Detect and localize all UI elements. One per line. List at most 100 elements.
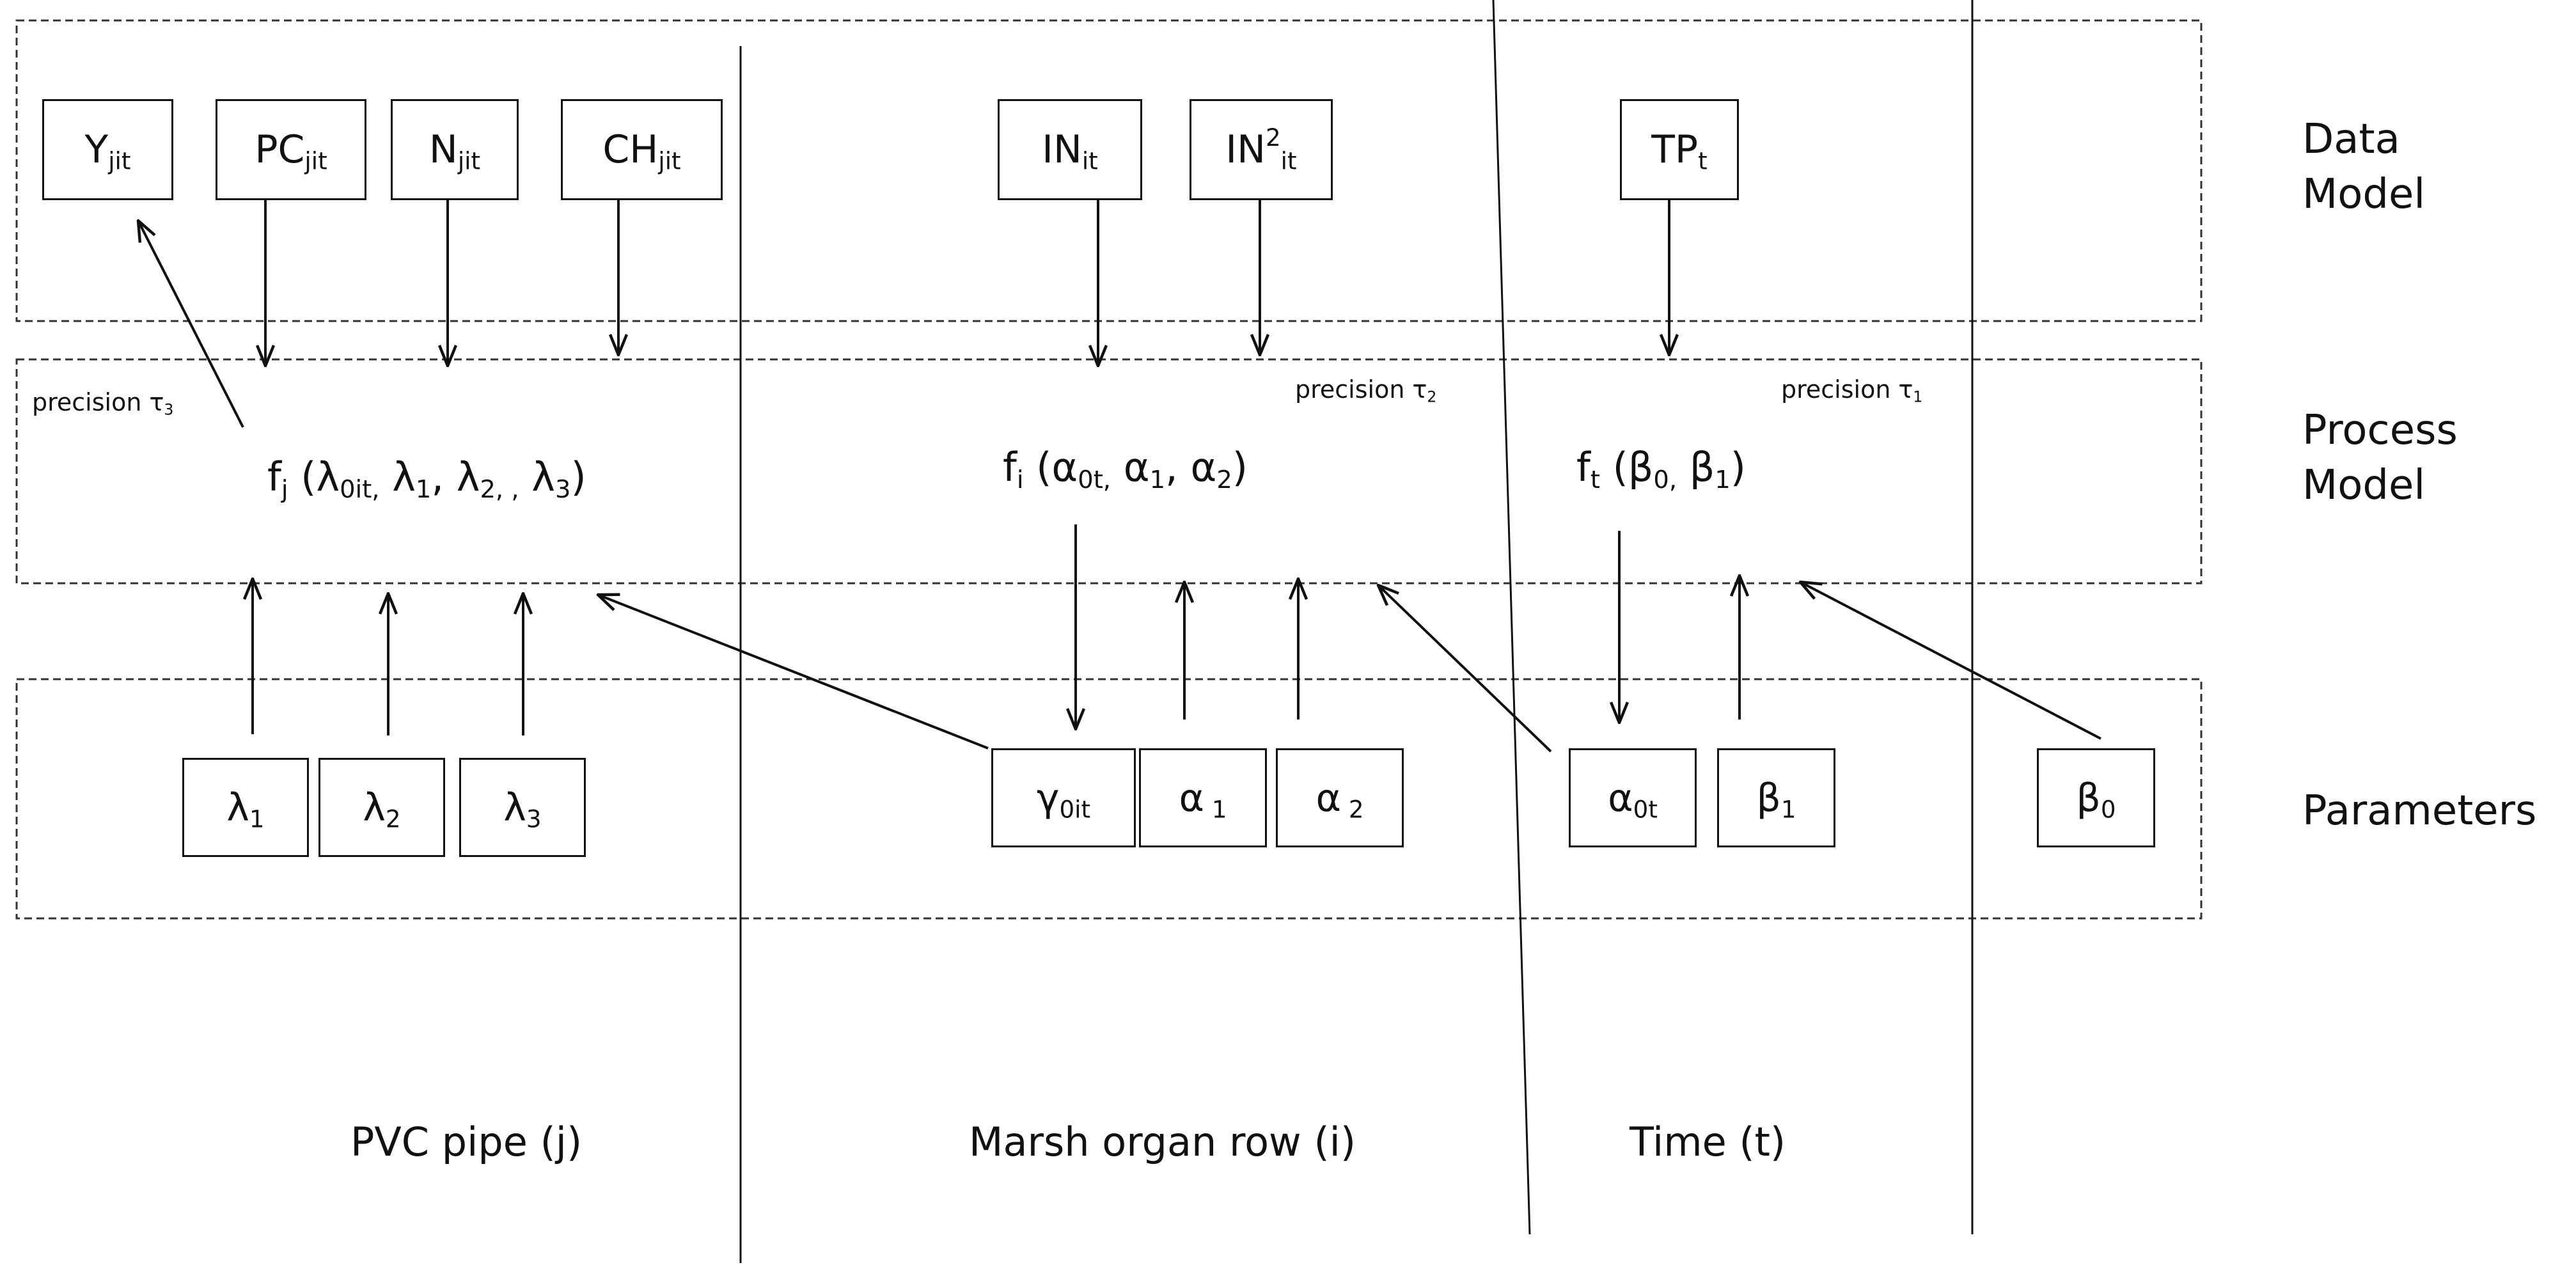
fj-open: (λ xyxy=(288,453,340,500)
layer-label-parameters-line1: Parameters xyxy=(2302,787,2537,835)
layer-label-data-model: Data Model xyxy=(2302,112,2425,223)
node-pc-base: PC xyxy=(255,127,305,172)
arrow-gamma0-to-fj xyxy=(598,595,989,750)
beta0-sub: 0 xyxy=(2100,794,2116,823)
layer-label-parameters: Parameters xyxy=(2302,783,2536,838)
arrow-alpha0t-to-fi xyxy=(1378,585,1552,753)
node-beta0: β0 xyxy=(2037,748,2155,847)
lambda2-sub: 2 xyxy=(385,804,401,833)
alpha2-sub: 2 xyxy=(1341,794,1364,823)
arrow-fj-to-y xyxy=(138,221,244,428)
node-y: Yjit xyxy=(42,99,173,200)
precision-tau2: precision τ2 xyxy=(1295,375,1436,404)
process-model-layer xyxy=(15,358,2203,585)
fi-b-sub: 1 xyxy=(1149,465,1166,494)
gamma0-sub: 0it xyxy=(1059,794,1091,823)
beta0-base: β xyxy=(2076,775,2101,821)
precision-tau2-sub: 2 xyxy=(1427,388,1437,406)
fj-d-sub: 3 xyxy=(554,475,571,504)
layer-label-data-line2: Model xyxy=(2302,171,2426,219)
alpha1-sub: 1 xyxy=(1204,794,1227,823)
precision-tau3: precision τ3 xyxy=(32,390,173,417)
node-in2-base: IN xyxy=(1225,127,1266,172)
fj-b-sub: 1 xyxy=(415,475,432,504)
node-in: INit xyxy=(998,99,1142,200)
fj-f: f xyxy=(267,453,281,500)
layer-label-process-line1: Process xyxy=(2302,407,2458,454)
ft-f-sub: t xyxy=(1590,465,1600,494)
node-n-sub: jit xyxy=(457,146,481,175)
alpha0t-sub: 0t xyxy=(1633,794,1658,823)
fj-f-sub: j xyxy=(281,475,288,504)
node-beta1: β1 xyxy=(1717,748,1835,847)
node-tp-base: TP xyxy=(1651,127,1699,172)
node-tp: TPt xyxy=(1620,99,1739,200)
node-lambda1: λ1 xyxy=(182,758,309,857)
node-n-base: N xyxy=(428,127,458,172)
node-n: Njit xyxy=(391,99,519,200)
node-in2-sup: 2 xyxy=(1265,123,1281,152)
ft-f: f xyxy=(1576,444,1590,491)
layer-label-process-line2: Model xyxy=(2302,462,2426,510)
fi-open: (α xyxy=(1023,444,1078,491)
column-label-time: Time (t) xyxy=(1630,1119,1786,1165)
node-y-sub: jit xyxy=(108,146,131,175)
node-pc-sub: jit xyxy=(304,146,327,175)
layer-label-data-line1: Data xyxy=(2302,116,2400,163)
data-model-layer xyxy=(15,19,2203,322)
lambda3-base: λ xyxy=(503,785,526,830)
fi-c-sub: 2 xyxy=(1216,465,1232,494)
node-alpha0t: α0t xyxy=(1569,748,1697,847)
ft-open: (β xyxy=(1599,444,1654,491)
fj-close: ) xyxy=(570,453,586,500)
column-divider-2 xyxy=(1492,0,1531,1235)
lambda2-base: λ xyxy=(363,785,386,830)
beta1-base: β xyxy=(1756,775,1781,821)
gamma0-base: γ xyxy=(1036,775,1060,821)
fj-c-sub: 2, , xyxy=(480,475,519,504)
node-ch-sub: jit xyxy=(658,146,681,175)
node-tp-sub: t xyxy=(1698,146,1708,175)
node-alpha2: α 2 xyxy=(1276,748,1404,847)
fi-c: , α xyxy=(1165,444,1217,491)
precision-tau1-text: precision τ xyxy=(1781,375,1913,404)
precision-tau3-sub: 3 xyxy=(164,400,174,419)
ft-close: ) xyxy=(1730,444,1746,491)
node-alpha1: α 1 xyxy=(1139,748,1267,847)
node-pc: PCjit xyxy=(216,99,366,200)
alpha0t-base: α xyxy=(1608,775,1633,821)
fj-b: λ xyxy=(379,453,416,500)
node-lambda3: λ3 xyxy=(459,758,586,857)
fi-f-sub: i xyxy=(1016,465,1024,494)
ft-b-sub: 1 xyxy=(1715,465,1731,494)
fj-d: λ xyxy=(519,453,555,500)
process-eq-fi: fi (α0t, α1, α2) xyxy=(1003,448,1248,492)
fi-b: α xyxy=(1111,444,1150,491)
arrow-beta0-to-ft xyxy=(1800,582,2101,740)
ft-b: β xyxy=(1677,444,1715,491)
fi-a-sub: 0t, xyxy=(1078,465,1111,494)
fi-close: ) xyxy=(1232,444,1248,491)
node-ch: CHjit xyxy=(561,99,723,200)
fj-c: , λ xyxy=(431,453,480,500)
node-in-base: IN xyxy=(1042,127,1082,172)
alpha2-base: α xyxy=(1315,775,1342,821)
layer-label-process-model: Process Model xyxy=(2302,403,2458,514)
node-in-sub: it xyxy=(1081,146,1098,175)
process-eq-ft: ft (β0, β1) xyxy=(1576,448,1746,492)
precision-tau2-text: precision τ xyxy=(1295,375,1427,404)
precision-tau1-sub: 1 xyxy=(1913,388,1923,406)
column-label-marsh-organ-row: Marsh organ row (i) xyxy=(969,1119,1356,1165)
alpha1-base: α xyxy=(1179,775,1205,821)
beta1-sub: 1 xyxy=(1780,794,1796,823)
column-label-pvc-pipe: PVC pipe (j) xyxy=(350,1119,583,1165)
precision-tau1: precision τ1 xyxy=(1781,375,1922,404)
lambda3-sub: 3 xyxy=(526,804,542,833)
ft-a-sub: 0, xyxy=(1653,465,1677,494)
lambda1-base: λ xyxy=(226,785,249,830)
node-in2-sub: it xyxy=(1280,146,1297,175)
fi-f: f xyxy=(1003,444,1017,491)
node-in2: IN2it xyxy=(1190,99,1333,200)
process-eq-fj: fj (λ0it, λ1, λ2, , λ3) xyxy=(267,457,586,502)
